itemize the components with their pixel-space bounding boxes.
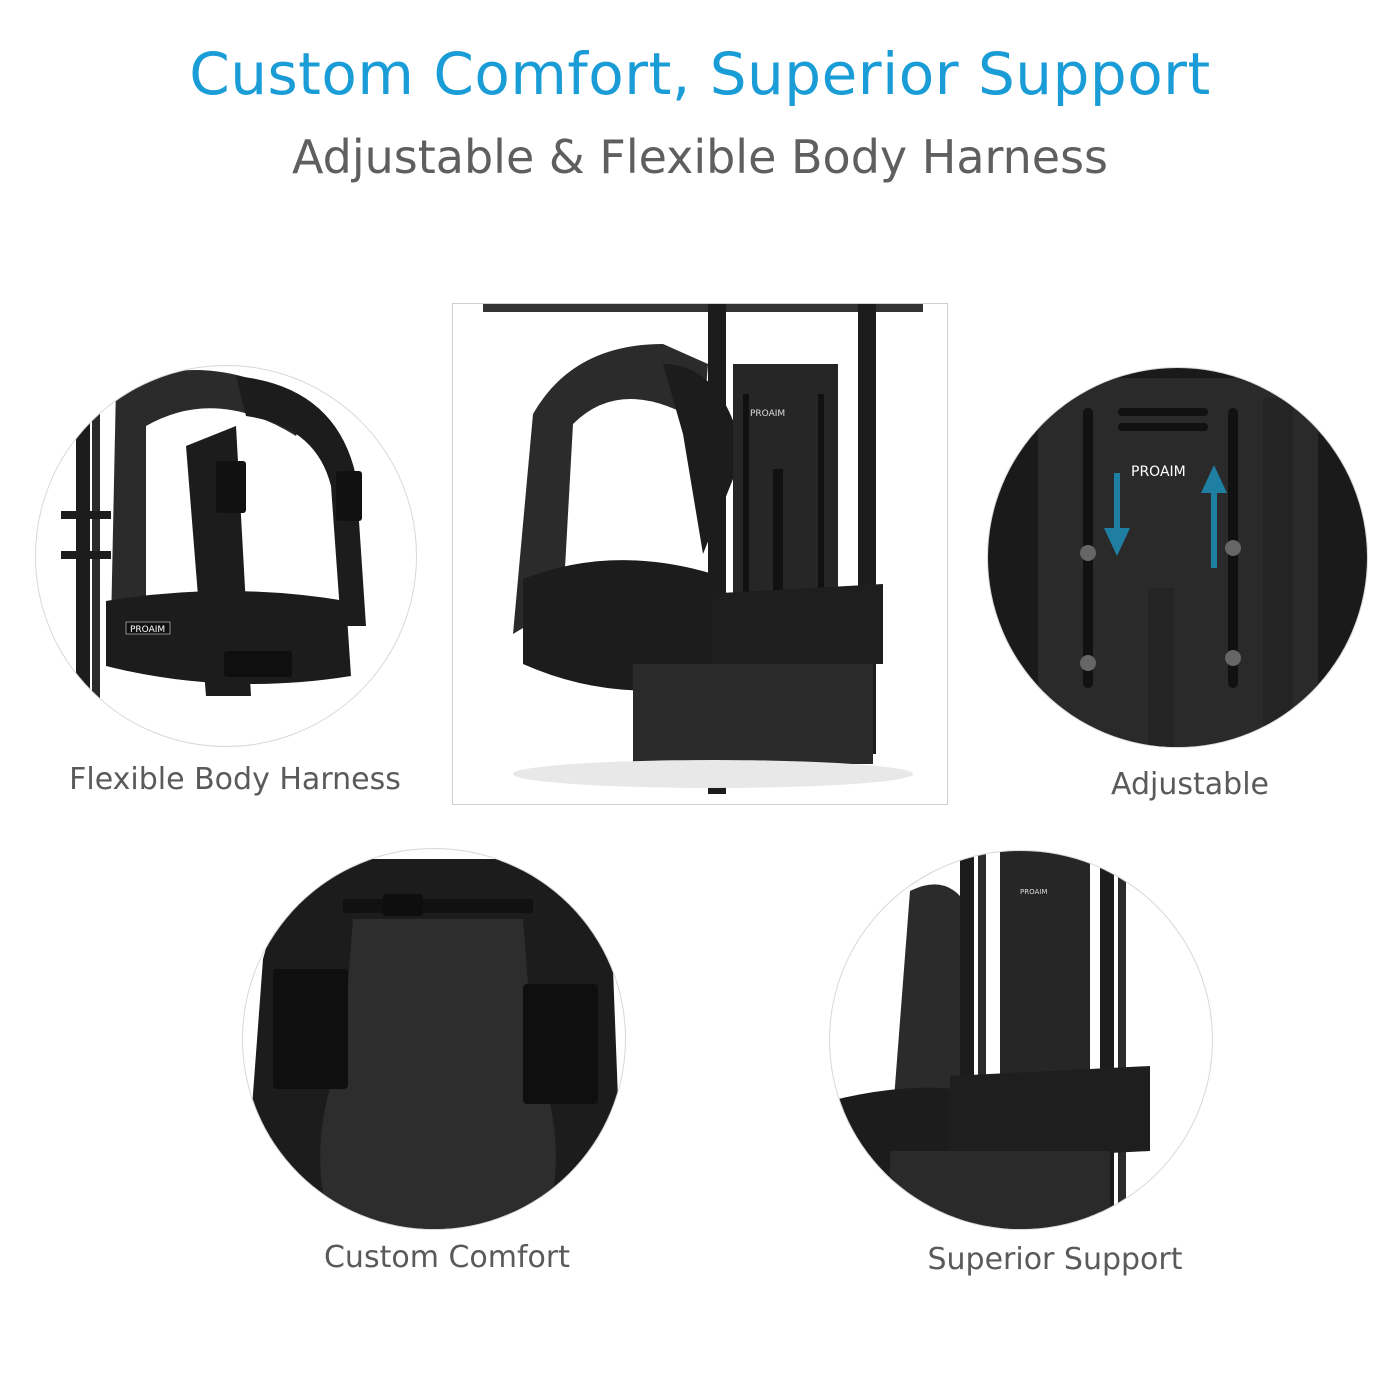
proaim-logo: PROAIM bbox=[1131, 464, 1186, 480]
feature-label-custom-comfort: Custom Comfort bbox=[323, 1240, 570, 1275]
center-product-image: PROAIM bbox=[452, 303, 948, 805]
svg-text:PROAIM: PROAIM bbox=[750, 409, 785, 419]
harness-side-illustration: PROAIM bbox=[61, 370, 366, 726]
shoulder-buckles-illustration bbox=[243, 859, 623, 1229]
feature-image-flexible-harness: PROAIM bbox=[35, 365, 417, 747]
page-subtitle: Adjustable & Flexible Body Harness bbox=[291, 130, 1109, 184]
feature-image-custom-comfort bbox=[242, 848, 626, 1230]
support-rods-illustration: PROAIM bbox=[830, 851, 1150, 1229]
arrow-up-icon bbox=[1201, 465, 1227, 568]
feature-image-adjustable: PROAIM bbox=[987, 367, 1368, 748]
feature-label-adjustable: Adjustable bbox=[1111, 767, 1269, 802]
svg-text:PROAIM: PROAIM bbox=[1020, 888, 1047, 896]
arrow-down-icon bbox=[1104, 473, 1130, 556]
backplate-illustration: PROAIM bbox=[988, 368, 1367, 747]
page-title: Custom Comfort, Superior Support bbox=[189, 40, 1211, 108]
feature-label-superior-support: Superior Support bbox=[927, 1242, 1183, 1277]
feature-label-flexible-harness: Flexible Body Harness bbox=[69, 762, 401, 797]
full-harness-illustration: PROAIM bbox=[483, 304, 923, 794]
feature-image-superior-support: PROAIM bbox=[829, 850, 1213, 1230]
proaim-logo: PROAIM bbox=[130, 625, 165, 635]
